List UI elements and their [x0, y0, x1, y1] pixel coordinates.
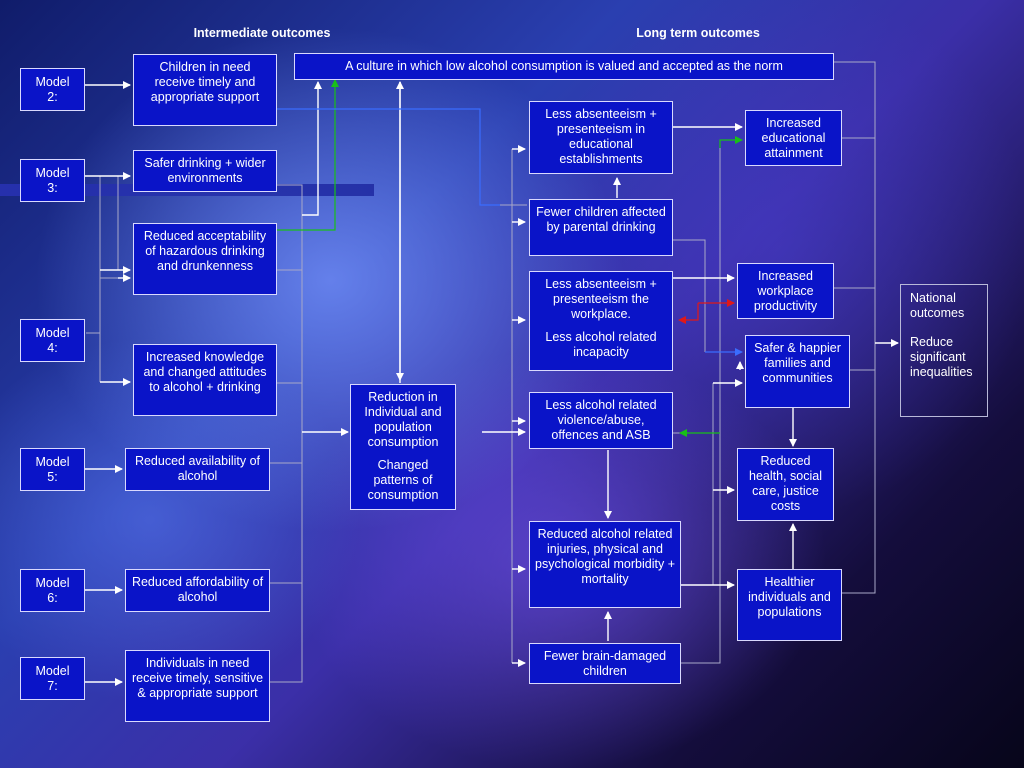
white-arrows — [85, 81, 899, 686]
reduced-acceptability-box: Reduced acceptability of hazardous drink… — [133, 223, 277, 295]
reduction-line-1: Reduction in Individual and population c… — [364, 390, 442, 449]
less-absenteeism-education-box: Less absenteeism + presenteeism in educa… — [529, 101, 673, 174]
individuals-support-box: Individuals in need receive timely, sens… — [125, 650, 270, 722]
increased-knowledge-box: Increased knowledge and changed attitude… — [133, 344, 277, 416]
red-connectors — [678, 299, 735, 324]
fewer-children-affected-box: Fewer children affected by parental drin… — [529, 199, 673, 256]
green-connectors — [277, 79, 743, 437]
less-absenteeism-workplace-box: Less absenteeism + presenteeism the work… — [529, 271, 673, 371]
reduced-costs-box: Reduced health, social care, justice cos… — [737, 448, 834, 521]
model-7-box: Model 7: — [20, 657, 85, 700]
safer-families-box: Safer & happier families and communities — [745, 335, 850, 408]
reduced-injuries-box: Reduced alcohol related injuries, physic… — [529, 521, 681, 608]
workplace-line-2: Less alcohol related incapacity — [545, 330, 657, 359]
national-line-1: National outcomes — [910, 291, 965, 320]
national-outcomes-box: National outcomes Reduce significant ine… — [900, 284, 988, 417]
workplace-productivity-box: Increased workplace productivity — [737, 263, 834, 319]
reduction-consumption-box: Reduction in Individual and population c… — [350, 384, 456, 510]
healthier-individuals-box: Healthier individuals and populations — [737, 569, 842, 641]
model-3-box: Model 3: — [20, 159, 85, 202]
reduced-affordability-box: Reduced affordability of alcohol — [125, 569, 270, 612]
safer-drinking-box: Safer drinking + wider environments — [133, 150, 277, 192]
intermediate-outcomes-header: Intermediate outcomes — [193, 26, 331, 40]
children-support-box: Children in need receive timely and appr… — [133, 54, 277, 126]
reduction-line-2: Changed patterns of consumption — [367, 458, 439, 502]
model-6-box: Model 6: — [20, 569, 85, 612]
workplace-line-1: Less absenteeism + presenteeism the work… — [545, 277, 657, 321]
national-line-2: Reduce significant inequalities — [910, 335, 973, 379]
educational-attainment-box: Increased educational attainment — [745, 110, 842, 166]
model-5-box: Model 5: — [20, 448, 85, 491]
reduced-availability-box: Reduced availability of alcohol — [125, 448, 270, 491]
model-4-box: Model 4: — [20, 319, 85, 362]
culture-banner: A culture in which low alcohol consumpti… — [294, 53, 834, 80]
long-term-outcomes-header: Long term outcomes — [636, 26, 760, 40]
blue-connectors — [277, 108, 743, 356]
fewer-brain-damaged-box: Fewer brain-damaged children — [529, 643, 681, 684]
less-violence-box: Less alcohol related violence/abuse, off… — [529, 392, 673, 449]
model-2-box: Model 2: — [20, 68, 85, 111]
